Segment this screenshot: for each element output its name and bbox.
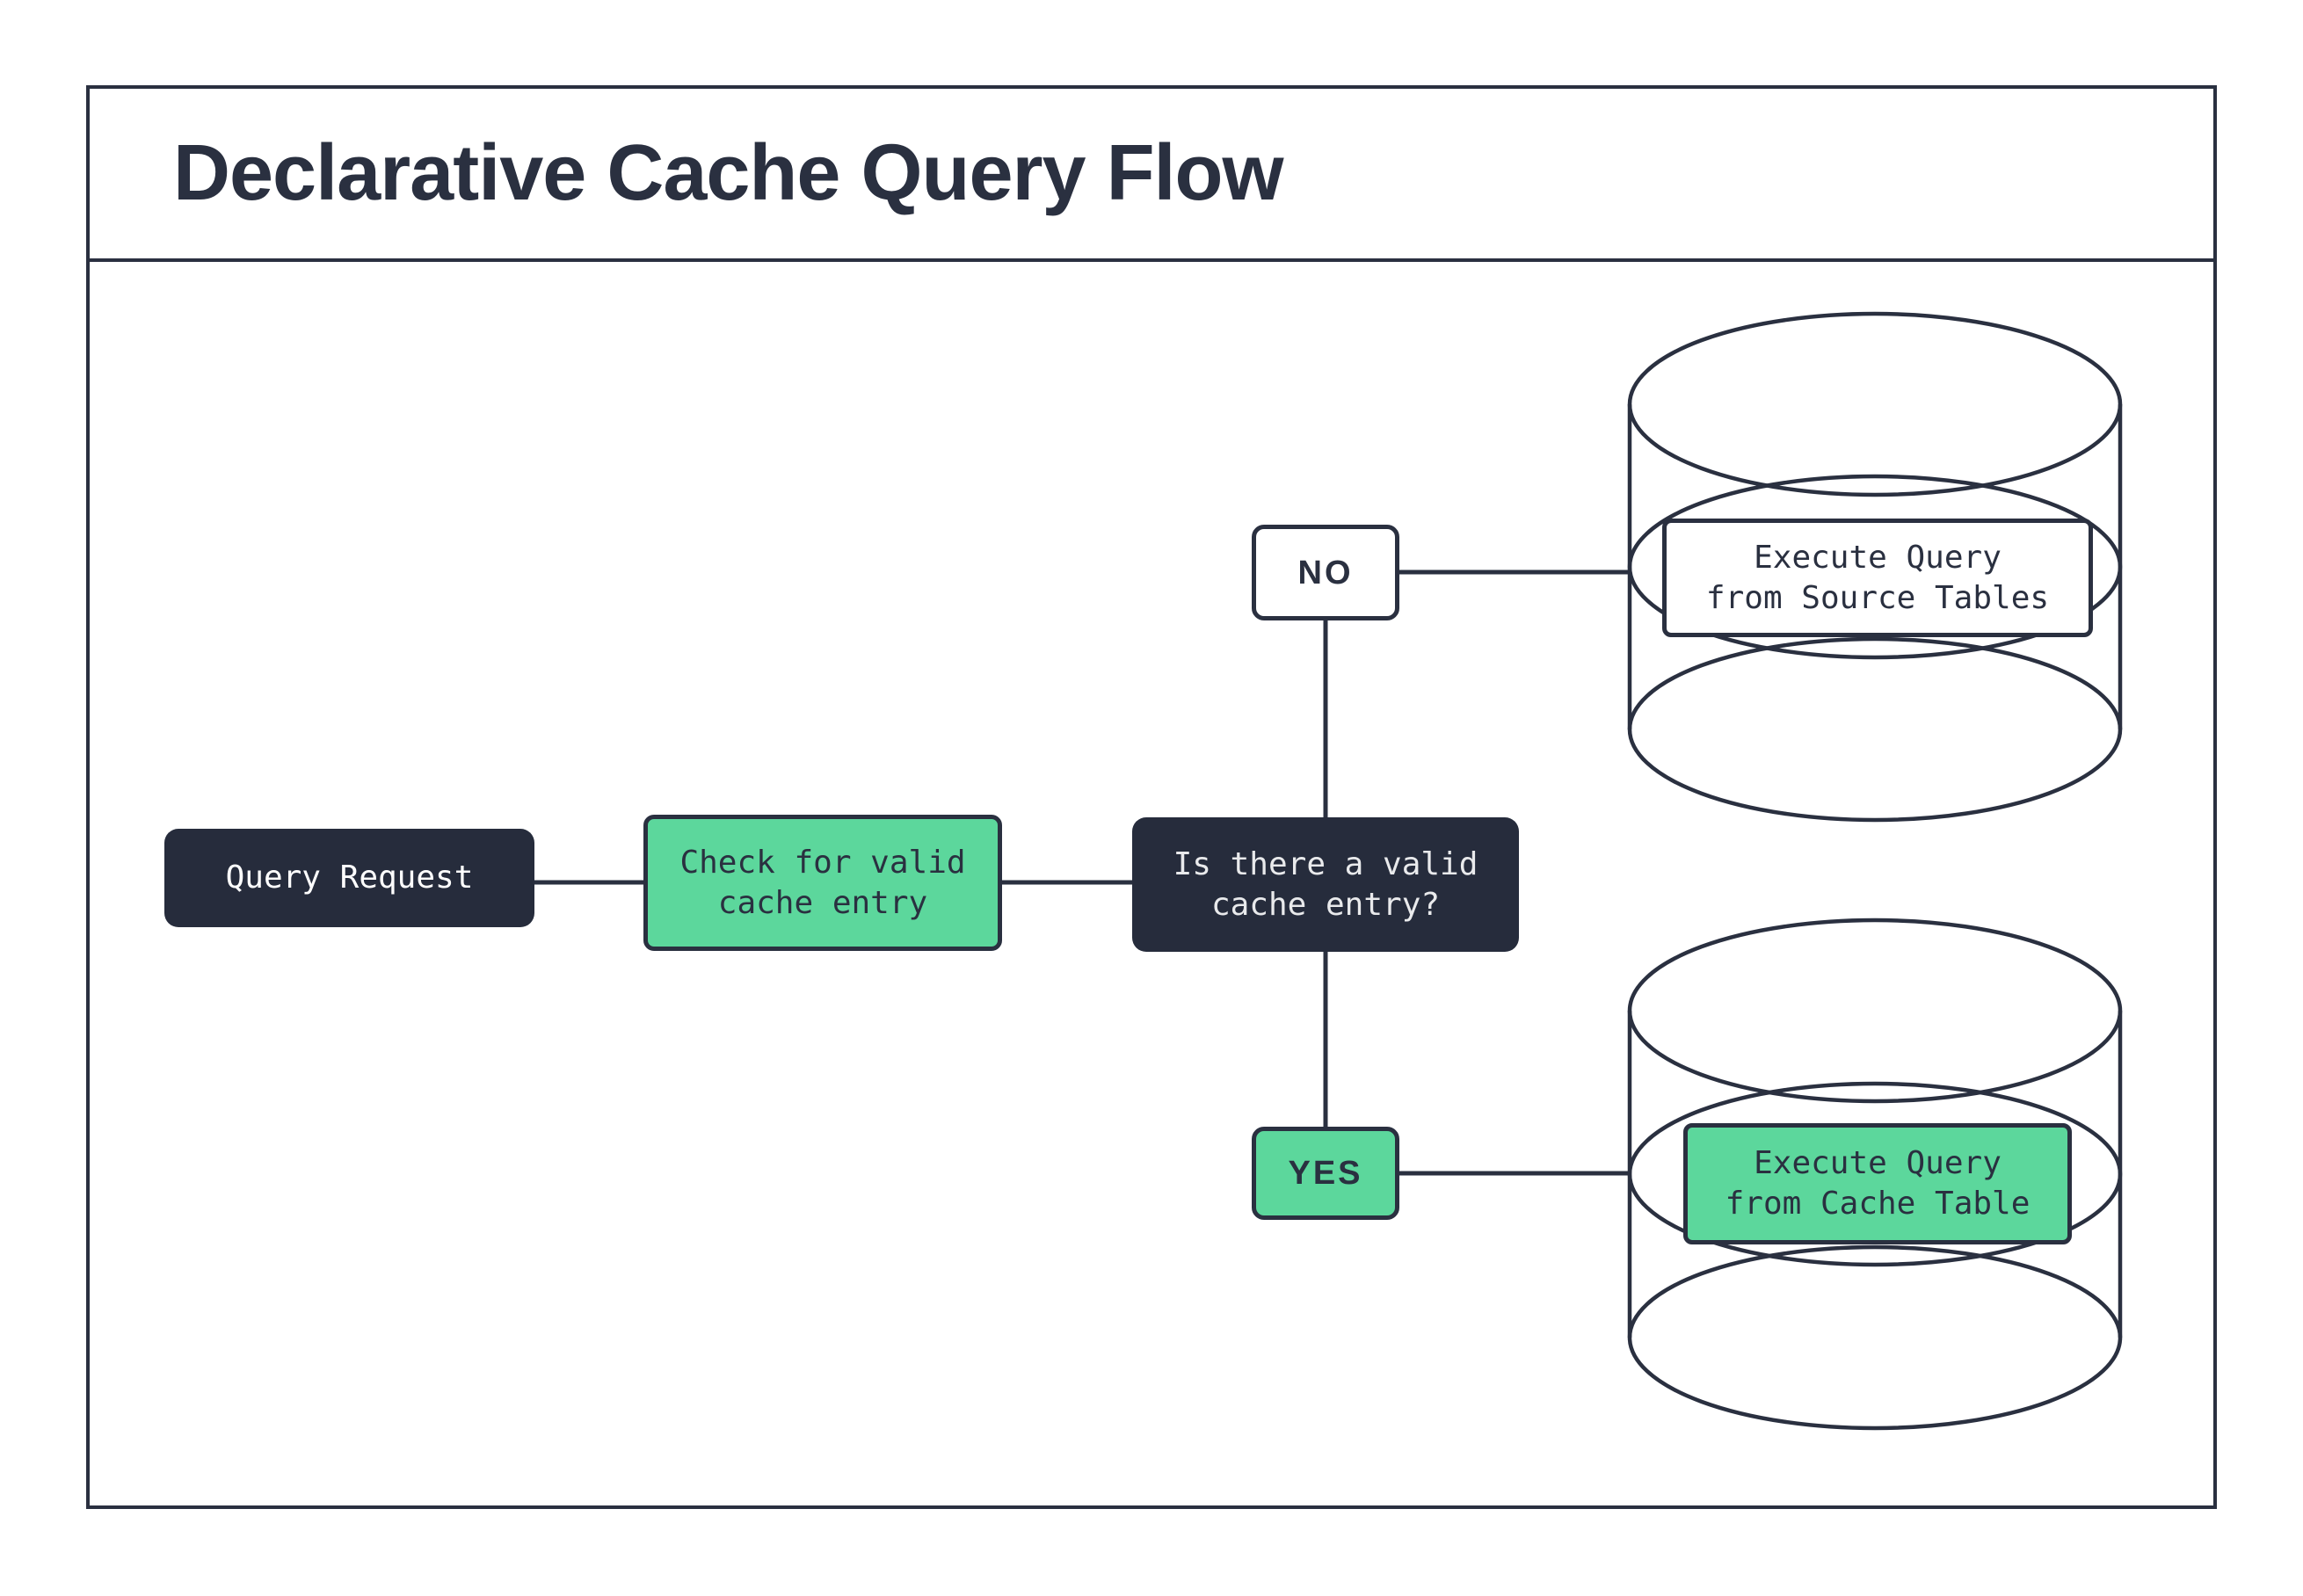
execute-cache-node: Execute Query from Cache Table: [1683, 1123, 2072, 1244]
diagram-header: Declarative Cache Query Flow: [90, 89, 2213, 262]
execute-source-label-line2: from Source Tables: [1705, 579, 2050, 616]
check-cache-label-line1: Check for valid: [679, 844, 966, 881]
check-cache-label-line2: cache entry: [717, 884, 928, 921]
query-request-node: Query Request: [164, 829, 534, 927]
source-database-icon: [1627, 311, 2123, 823]
decision-node: Is there a valid cache entry?: [1132, 817, 1519, 952]
diagram-title: Declarative Cache Query Flow: [173, 129, 1284, 217]
yes-branch-label: YES: [1288, 1155, 1363, 1192]
diagram-frame: Declarative Cache Query Flow: [86, 85, 2217, 1509]
yes-branch-node: YES: [1252, 1127, 1399, 1220]
execute-cache-label-line1: Execute Query: [1754, 1145, 2002, 1181]
decision-label-line2: cache entry?: [1210, 886, 1441, 923]
execute-cache-label-line2: from Cache Table: [1725, 1186, 2031, 1222]
no-branch-label: NO: [1297, 554, 1354, 591]
execute-source-label-line1: Execute Query: [1754, 539, 2002, 576]
check-cache-node: Check for valid cache entry: [643, 815, 1002, 951]
decision-label-line1: Is there a valid: [1173, 845, 1478, 882]
no-branch-node: NO: [1252, 525, 1399, 620]
execute-source-node: Execute Query from Source Tables: [1662, 519, 2093, 637]
query-request-label: Query Request: [225, 860, 474, 896]
